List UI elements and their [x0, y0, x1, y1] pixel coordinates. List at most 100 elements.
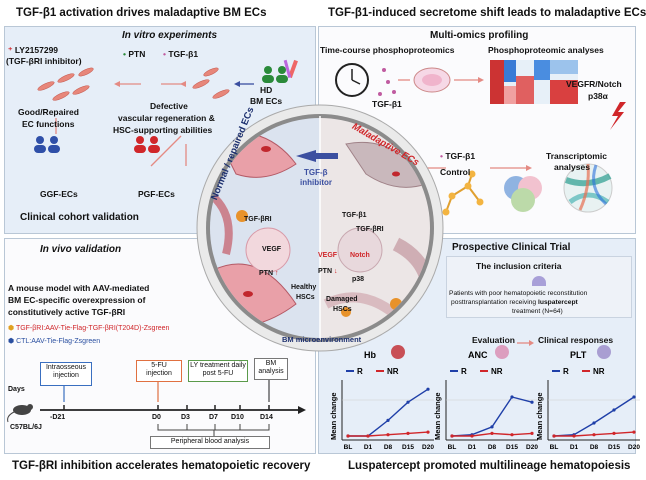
x-tick-label: BL: [550, 444, 559, 451]
x-tick-label: D20: [628, 444, 640, 451]
series-point-nr: [366, 434, 370, 438]
hd-people-icon: [262, 66, 288, 83]
series-point-r: [612, 408, 616, 412]
y-axis-label: Mean change: [535, 392, 544, 440]
x-tick-label: D8: [590, 444, 599, 451]
mouse-icon: [7, 404, 33, 423]
series-point-nr: [510, 433, 514, 437]
inhibitor-label-2: (TGF-βRI inhibitor): [6, 56, 82, 66]
y-axis-label: Mean change: [329, 392, 338, 440]
series-point-r: [490, 425, 494, 429]
phospho-label: Phosphoproteomic analyses: [488, 45, 604, 55]
x-tick-label: D1: [570, 444, 579, 451]
box-ly: LY treatment daily post 5-FU: [188, 360, 248, 382]
x-tick-label: D15: [608, 444, 620, 451]
evaluation-label: Evaluation: [472, 335, 515, 345]
series-point-nr: [572, 434, 576, 438]
legend-label-r: R: [461, 367, 467, 376]
series-point-nr: [346, 434, 350, 438]
in-vivo-title: In vivo validation: [40, 244, 122, 255]
chart-cell-icon: [495, 345, 509, 359]
x-tick-label: BL: [344, 444, 353, 451]
venn-icon: [504, 176, 542, 212]
vegfr-label-1: VEGFR/Notch: [566, 79, 622, 89]
ptn-label: • PTN: [123, 49, 146, 59]
transcriptomic-label-1: Transcriptomic: [546, 151, 607, 161]
tgf-right: TGF-β1: [342, 212, 367, 219]
legend-label-nr: NR: [593, 367, 605, 376]
series-point-nr: [632, 430, 636, 434]
transcriptomic-label-2: analyses: [554, 162, 590, 172]
vegf-left: VEGF: [262, 246, 282, 253]
vivo-desc-2: BM EC-specific overexpression of: [8, 295, 146, 305]
tick-label-5: D14: [260, 414, 273, 421]
tgf-label: • TGF-β1: [163, 49, 199, 59]
evaluation-arrow: [517, 340, 534, 346]
chart-title-hb: Hb: [364, 350, 376, 360]
patients-line-3: treatment (N=64): [512, 308, 563, 315]
header-top-right: TGF-β1-induced secretome shift leads to …: [328, 7, 646, 19]
omics-tgf-label: TGF-β1: [372, 99, 402, 109]
defect-label-2: vascular regeneration &: [118, 113, 215, 123]
tick-label-1: D0: [152, 414, 161, 421]
chart-cell-icon: [597, 345, 611, 359]
pgf-label: PGF-ECs: [138, 189, 175, 199]
construct-2: ⬢ CTL:AAV-Tie-Flag-Zsgreen: [8, 338, 101, 345]
ggf-people-icon: [34, 136, 60, 153]
days-label: Days: [8, 386, 25, 393]
patients-line-1: Patients with poor hematopoietic reconst…: [449, 290, 588, 297]
pgf-people-icon: [134, 136, 160, 153]
series-point-nr: [552, 434, 556, 438]
box-intraosseous: Intraosseous injection: [40, 362, 92, 386]
inhibitor-center-1: TGF-β: [304, 168, 328, 177]
clock-icon: [335, 63, 369, 97]
inhibitor-icon: ⁺: [8, 45, 15, 55]
legend-label-r: R: [563, 367, 569, 376]
hd-label-1: HD: [260, 85, 273, 95]
patient-icon: [532, 276, 546, 286]
x-tick-label: D20: [526, 444, 538, 451]
vivo-desc-3: constitutively active TGF-βRI: [8, 307, 126, 317]
bm-label: BM microenvironment: [282, 335, 362, 344]
inhibitor-label-1: ⁺ LY2157299: [8, 45, 59, 55]
defect-label-1: Defective: [150, 101, 188, 111]
tgfbri-left: TGF-βRI: [244, 216, 272, 223]
healthy-label-2: HSCs: [296, 294, 315, 301]
x-tick-label: BL: [448, 444, 457, 451]
responses-label: Clinical responses: [538, 335, 614, 345]
notch-label: Notch: [350, 252, 370, 259]
trial-title: Prospective Clinical Trial: [452, 242, 571, 253]
series-line-r: [348, 388, 429, 437]
good-label-1: Good/Repaired: [18, 107, 79, 117]
mouse-label: C57BL/6J: [10, 424, 42, 431]
timecourse-label: Time-course phosphoproteomics: [320, 45, 455, 55]
cohort-label: Clinical cohort validation: [20, 212, 139, 223]
damaged-label-1: Damaged: [326, 296, 358, 303]
omics-title: Multi-omics profiling: [430, 30, 529, 41]
series-point-nr: [612, 431, 616, 435]
p38-label: p38: [352, 276, 365, 283]
series-point-nr: [470, 434, 474, 438]
tick-label-2: D3: [181, 414, 190, 421]
tgfbri-right: TGF-βRI: [356, 226, 384, 233]
x-tick-label: D8: [384, 444, 393, 451]
healthy-label-1: Healthy: [291, 284, 317, 291]
series-point-nr: [386, 433, 390, 437]
tick-label-0: -D21: [50, 414, 66, 421]
ptn-right: PTN ↓: [318, 268, 338, 275]
vegf-right: VEGF: [318, 252, 338, 259]
series-point-r: [632, 395, 636, 399]
x-tick-label: D20: [422, 444, 434, 451]
ptn-left: PTN ↑: [259, 270, 279, 277]
chord-icon: [563, 163, 613, 213]
tick-label-3: D7: [209, 414, 218, 421]
series-point-nr: [592, 433, 596, 437]
virus-icon-2: ⬢: [8, 338, 17, 345]
series-point-nr: [450, 434, 454, 438]
chart-title-anc: ANC: [468, 350, 488, 360]
control-label: Control: [440, 167, 471, 177]
series-point-r: [592, 421, 596, 425]
inclusion-title: The inclusion criteria: [476, 261, 562, 271]
vivo-desc-1: A mouse model with AAV-mediated: [8, 283, 150, 293]
